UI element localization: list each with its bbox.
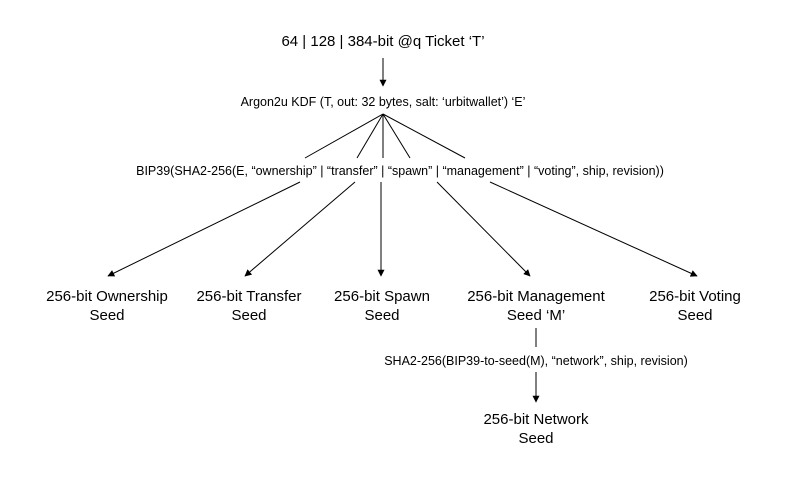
arrow-to-management-seed: [436, 181, 531, 277]
network-seed: 256-bit Network Seed: [436, 410, 636, 448]
ownership-seed: 256-bit Ownership Seed: [7, 287, 207, 325]
management-seed-line1: 256-bit Management: [467, 288, 605, 305]
connector-kdf-transfer: [356, 113, 384, 159]
connector-kdf-voting: [382, 113, 466, 159]
arrow-to-voting-seed: [489, 181, 698, 277]
arrow-to-transfer-seed: [244, 181, 356, 277]
management-seed: 256-bit Management Seed ‘M’: [436, 287, 636, 325]
network-seed-line2: Seed: [518, 430, 554, 447]
kdf-label: Argon2u KDF (T, out: 32 bytes, salt: ‘ur…: [240, 95, 526, 109]
network-derivation-label: SHA2-256(BIP39-to-seed(M), “network”, sh…: [384, 354, 688, 368]
voting-seed: 256-bit Voting Seed: [610, 287, 780, 325]
ticket-label: 64 | 128 | 384-bit @q Ticket ‘T’: [281, 33, 485, 50]
voting-seed-line2: Seed: [677, 307, 713, 324]
transfer-seed-line2: Seed: [231, 307, 267, 324]
management-seed-line2: Seed ‘M’: [506, 307, 566, 324]
bip39-label: BIP39(SHA2-256(E, “ownership” | “transfe…: [136, 164, 664, 178]
transfer-seed: 256-bit Transfer Seed: [159, 287, 339, 325]
spawn-seed: 256-bit Spawn Seed: [297, 287, 467, 325]
connector-kdf-management: [382, 113, 411, 159]
spawn-seed-line2: Seed: [364, 307, 400, 324]
connector-kdf-ownership: [304, 113, 384, 159]
ownership-seed-line1: 256-bit Ownership: [46, 288, 168, 305]
ownership-seed-line2: Seed: [89, 307, 125, 324]
transfer-seed-line1: 256-bit Transfer: [196, 288, 302, 305]
voting-seed-line1: 256-bit Voting: [649, 288, 741, 305]
arrow-to-ownership-seed: [107, 181, 301, 277]
spawn-seed-line1: 256-bit Spawn: [334, 288, 430, 305]
network-seed-line1: 256-bit Network: [483, 411, 589, 428]
